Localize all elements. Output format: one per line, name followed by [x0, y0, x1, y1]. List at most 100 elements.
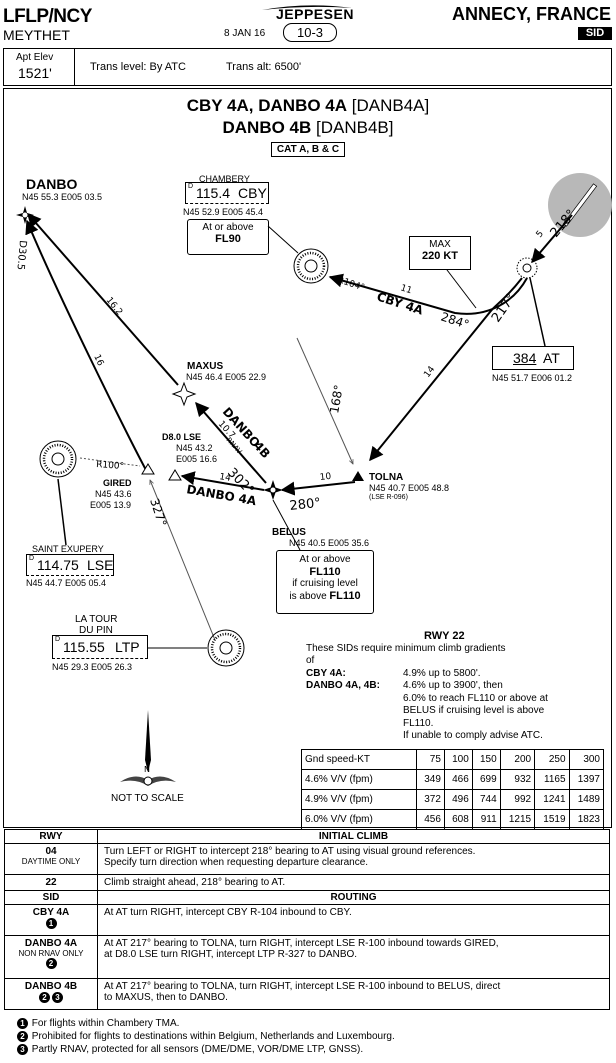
gired-danbo-route	[25, 219, 147, 471]
table-cell: 1165	[534, 769, 570, 790]
airport-name: MEYTHET	[3, 27, 70, 43]
rwy-dist-label: 5	[535, 229, 546, 240]
table-row: 6.0% V/V (fpm) 456 608 911 1215 1519 182…	[301, 809, 605, 830]
table-cell: 372	[416, 789, 445, 810]
maxus-fix-icon	[171, 381, 197, 407]
lse-name: SAINT EXUPERY	[32, 544, 104, 554]
belus-restr2: FL110	[309, 566, 341, 578]
sid1-cell: CBY 4A 1	[4, 904, 98, 936]
table-cell: 1397	[568, 769, 605, 790]
gired-fix-icon	[141, 463, 155, 475]
routing-table: RWY INITIAL CLIMB 04 DAYTIME ONLY Turn L…	[4, 829, 610, 1010]
climb-r2-l3: BELUS if cruising level is above	[403, 705, 545, 716]
d14-label: 14	[218, 472, 231, 484]
rwy22-text: Climb straight ahead, 218° bearing to AT…	[97, 874, 610, 891]
category-box: CAT A, B & C	[270, 142, 346, 157]
hdg280-label: 280°	[289, 496, 322, 514]
d10-label: 10	[319, 472, 332, 483]
climb-r2-l5: If unable to comply advise ATC.	[403, 730, 543, 741]
belus-coords: N45 40.5 E005 35.6	[289, 538, 370, 548]
radial-168-label: 168°	[327, 384, 346, 415]
belus-restr4: is above	[289, 591, 327, 602]
sid2-sub: NON RNAV ONLY	[18, 949, 84, 958]
table-cell: 300	[568, 749, 605, 770]
elevation-value: 1521'	[18, 65, 52, 81]
table-cell: 250	[534, 749, 570, 770]
ltp-name2: DU PIN	[79, 625, 113, 636]
table-row: 04 DAYTIME ONLY Turn LEFT or RIGHT to in…	[4, 843, 610, 875]
title-line1-code: [DANB4A]	[351, 96, 430, 115]
departure-leg	[531, 214, 573, 264]
sid2-text: At AT 217° bearing to TOLNA, turn RIGHT,…	[97, 935, 610, 979]
at-ident: AT	[543, 350, 560, 366]
cby4a-name: CBY 4A	[375, 290, 425, 318]
trans-alt: Trans alt: 6500'	[226, 61, 302, 73]
footnotes: 1 For flights within Chambery TMA. 2 Pro…	[16, 1017, 395, 1056]
danbo-coords: N45 55.3 E005 03.5	[22, 192, 103, 202]
chart-header: LFLP/NCY MEYTHET JEPPESEN 8 JAN 16 10-3 …	[0, 0, 616, 46]
climb-r2-l1: 4.6% up to 3900', then	[403, 680, 503, 691]
chambery-restr1: At or above	[202, 222, 254, 233]
climb-r1-label: CBY 4A:	[306, 667, 346, 679]
sid2-cell: DANBO 4A NON RNAV ONLY 2	[4, 935, 98, 979]
chambery-freq: 115.4	[196, 185, 230, 201]
table-cell: 75	[416, 749, 445, 770]
lse-radial-label: R100°	[96, 460, 125, 472]
danbo-fix-icon	[16, 206, 34, 224]
rwy04-label: 04	[45, 846, 57, 857]
plan-view-map: 218° 5 11 CBY 4A 284° R104° 217° 14 168°…	[14, 173, 612, 786]
at-alt: 384	[513, 350, 537, 366]
lse-freq: 114.75	[37, 557, 79, 573]
table-cell: 466	[443, 769, 473, 790]
lse-vor-icon	[39, 440, 77, 478]
rwy04-line2: Specify turn direction when requesting d…	[104, 857, 369, 868]
table-cell: 1241	[534, 789, 570, 810]
note3-marker: 3	[17, 1044, 28, 1055]
chambery-restr2: FL90	[215, 233, 241, 245]
sid3-label: DANBO 4B	[24, 981, 78, 992]
sid2-line2: at D8.0 LSE turn RIGHT, intercept LTP R-…	[104, 949, 358, 960]
footnote-3-text: Partly RNAV, protected for all sensors (…	[31, 1044, 364, 1055]
note3-marker: 3	[52, 992, 63, 1003]
table-row: CBY 4A 1 At AT turn RIGHT, intercept CBY…	[4, 904, 610, 936]
cby-vor-icon	[293, 248, 329, 284]
tolna-route	[369, 277, 523, 462]
table-cell: 744	[471, 789, 501, 810]
note1-marker: 1	[45, 918, 57, 929]
cby-callout-line	[267, 225, 299, 254]
rwy22-label: 22	[4, 874, 98, 891]
rwy-header: RWY	[4, 829, 98, 844]
note2-marker: 2	[39, 992, 50, 1003]
belus-restriction-box: At or above FL110 if cruising level is a…	[276, 550, 374, 614]
d8-name: D8.0 LSE	[162, 432, 202, 442]
title-line1-name: CBY 4A, DANBO 4A	[186, 96, 348, 115]
tolna-belus-route	[280, 481, 356, 496]
elevation-label: Apt Elev	[16, 52, 54, 63]
note2-marker: 2	[17, 1031, 28, 1042]
footnote-1-text: For flights within Chambery TMA.	[31, 1018, 180, 1029]
table-cell: 496	[443, 789, 473, 810]
climb-r2-label: DANBO 4A, 4B:	[306, 680, 380, 691]
gired-coords2: E005 13.9	[90, 500, 132, 510]
climb-r2-l2: 6.0% to reach FL110 or above at	[403, 692, 548, 704]
at-fix-box: 384 AT	[492, 346, 574, 370]
airport-code: LFLP/NCY	[3, 6, 92, 27]
table-cell: 1215	[499, 809, 536, 830]
sid2-line1: At AT 217° bearing to TOLNA, turn RIGHT,…	[104, 938, 499, 949]
initial-climb-header: INITIAL CLIMB	[97, 829, 610, 844]
d8-coords1: N45 43.2	[176, 443, 213, 453]
leg-16-2-label: 16.2	[104, 296, 124, 318]
belus-callout-line	[272, 499, 301, 551]
chambery-coords: N45 52.9 E005 45.4	[183, 207, 264, 217]
tolna-fix-icon	[352, 471, 364, 481]
gired-coords1: N45 43.6	[95, 489, 132, 499]
chart-date: 8 JAN 16	[224, 28, 266, 39]
danbo-dme-label: D30.5	[14, 240, 28, 271]
lse-ident: LSE	[87, 557, 114, 573]
at-callout-line	[529, 277, 546, 347]
belus-restr3: if cruising level	[292, 578, 358, 589]
table-row: 4.9% V/V (fpm) 372 496 744 992 1241 1489	[301, 789, 605, 810]
title-line2-code: [DANB4B]	[316, 118, 394, 137]
rwy04-sub: DAYTIME ONLY	[21, 857, 81, 866]
